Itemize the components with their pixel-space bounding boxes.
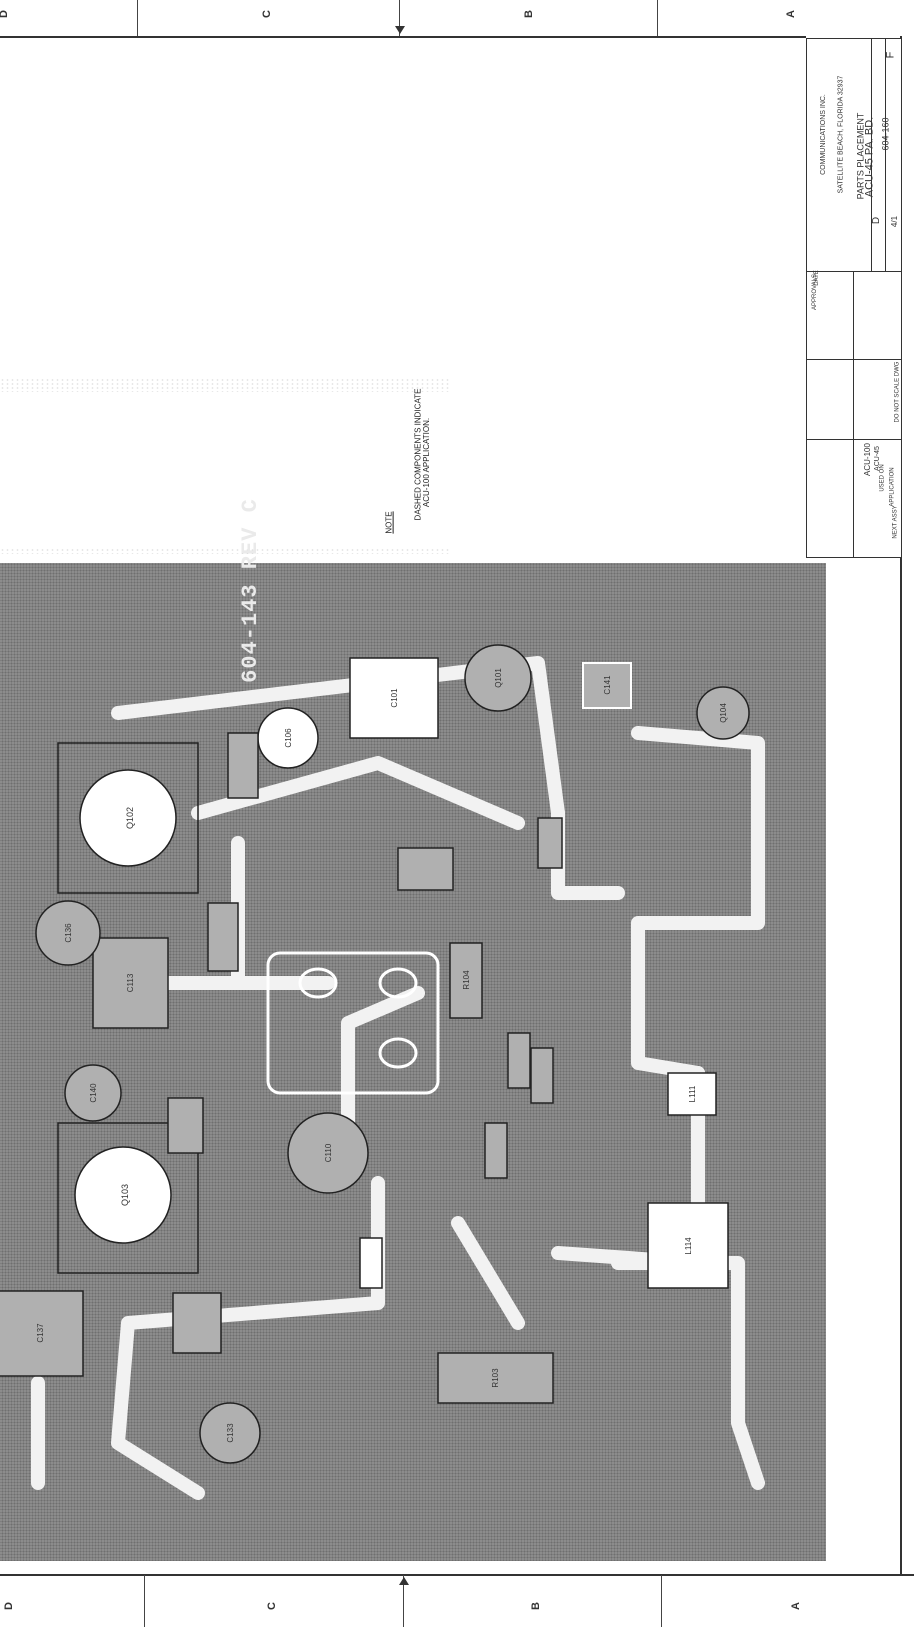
svg-text:C113: C113 <box>126 973 135 992</box>
resistor-r108 <box>537 817 563 869</box>
pcb-board: Q102 Q103 Q101 Q104 C101 R103 L114 <box>0 498 826 1561</box>
title-block-divider <box>807 359 901 360</box>
zone-label-bottom-c: C <box>265 1602 278 1610</box>
svg-text:C136: C136 <box>64 923 73 943</box>
capacitor-c133: C133 <box>199 1402 261 1464</box>
drawing-title-line-2: ACU-45 PA. BD. <box>863 116 876 198</box>
resistor-r105 <box>172 1292 222 1354</box>
title-block-divider <box>807 271 901 272</box>
svg-text:C110: C110 <box>324 1143 333 1162</box>
resistor-r103: R103 <box>437 1352 554 1404</box>
title-block-divider <box>853 271 854 557</box>
title-block: COMMUNICATIONS INC. SATELLITE BEACH, FLO… <box>806 38 902 558</box>
zone-label-top-a: A <box>784 10 797 18</box>
resistor-r104: R104 <box>449 942 483 1019</box>
title-block-divider <box>871 39 872 271</box>
title-block-divider <box>885 39 886 271</box>
capacitor-c136: C136 <box>35 900 101 966</box>
transistor-q104: Q104 <box>696 686 750 740</box>
transistor-q102: Q102 <box>57 742 199 894</box>
svg-text:R103: R103 <box>491 1368 500 1388</box>
svg-text:R104: R104 <box>462 970 471 990</box>
scan-artifact <box>0 548 450 554</box>
zone-tick <box>403 1575 404 1627</box>
capacitor-c113: C113 <box>92 937 169 1029</box>
sheet-border-bottom <box>0 1574 914 1576</box>
svg-text:C141: C141 <box>603 675 612 695</box>
resistor-r106 <box>507 1032 531 1089</box>
board-label: 604-143 REV C <box>237 498 263 683</box>
scale: 4/1 <box>890 215 900 228</box>
sheet-border-top <box>0 36 806 38</box>
transistor-q103: Q103 <box>57 1122 199 1274</box>
svg-text:L114: L114 <box>684 1237 693 1255</box>
sheet-border-right <box>900 36 902 1575</box>
zone-label-bottom-a: A <box>789 1602 802 1610</box>
drawing-number: 604-160 <box>880 117 891 151</box>
svg-text:L111: L111 <box>688 1085 697 1102</box>
used-on-1: ACU-100 <box>862 443 872 476</box>
sheet-size: D <box>871 216 883 225</box>
application: APPLICATION <box>889 467 896 507</box>
zone-label-bottom-b: B <box>529 1602 542 1610</box>
zone-tick <box>144 1575 145 1627</box>
resistor-r109 <box>484 1122 508 1179</box>
zone-label-top-b: B <box>522 10 535 18</box>
inductor-l114: L114 <box>647 1202 729 1289</box>
zone-label-bottom-d: D <box>2 1602 15 1610</box>
title-block-divider <box>807 439 901 440</box>
zone-tick <box>399 0 400 36</box>
used-on-label: USED ON <box>879 464 886 492</box>
capacitor-c106: C106 <box>257 707 319 769</box>
capacitor-c141: C141 <box>582 662 632 709</box>
svg-text:Q103: Q103 <box>120 1184 130 1206</box>
transistor-q101: Q101 <box>464 644 532 712</box>
pcb-silkscreen <box>266 951 440 1095</box>
svg-text:C101: C101 <box>390 688 399 708</box>
capacitor-c101: C101 <box>349 657 439 739</box>
zone-tick <box>657 0 658 36</box>
zone-tick <box>661 1575 662 1627</box>
inductor-l111: L111 <box>667 1072 717 1116</box>
resistor-r110 <box>359 1237 383 1289</box>
date-header: DATE <box>813 270 820 286</box>
inductor-l106 <box>167 1097 204 1154</box>
revision: F <box>884 51 897 59</box>
zone-arrow-icon <box>399 1577 409 1585</box>
drawing-note: NOTE DASHED COMPONENTS INDICATE ACU-100 … <box>330 389 490 560</box>
svg-text:C137: C137 <box>36 1323 45 1343</box>
svg-text:C133: C133 <box>226 1423 235 1443</box>
capacitor-c110: C110 <box>287 1112 369 1194</box>
svg-text:Q102: Q102 <box>125 807 135 829</box>
pcb-artwork: Q102 Q103 Q101 Q104 C101 R103 L114 <box>0 644 765 1500</box>
resistor-r102 <box>397 847 454 891</box>
zone-label-top-c: C <box>260 10 273 18</box>
svg-text:C140: C140 <box>89 1083 98 1103</box>
relay-outline <box>266 951 440 1095</box>
zone-arrow-icon <box>395 26 405 34</box>
inductor-l107 <box>207 902 239 972</box>
scan-artifact <box>0 378 450 392</box>
company-address: SATELLITE BEACH, FLORIDA 32937 <box>837 75 845 194</box>
svg-text:Q101: Q101 <box>494 668 503 688</box>
resistor-r107 <box>530 1047 554 1104</box>
next-assy: NEXT ASSY <box>892 505 899 539</box>
note-line-1: DASHED COMPONENTS INDICATE <box>413 388 423 521</box>
inductor-l113 <box>227 732 259 799</box>
zone-label-top-d: D <box>0 10 10 18</box>
capacitor-c137: C137 <box>0 1290 84 1377</box>
zone-tick <box>137 0 138 36</box>
note-heading: NOTE <box>384 511 394 534</box>
svg-text:C106: C106 <box>284 728 293 748</box>
note-line-2: ACU-100 APPLICATION. <box>422 417 432 508</box>
company-name: COMMUNICATIONS INC. <box>819 94 827 175</box>
svg-text:Q104: Q104 <box>719 703 728 723</box>
do-not-scale: DO NOT SCALE DWG <box>894 361 901 423</box>
capacitor-c140: C140 <box>64 1064 122 1122</box>
